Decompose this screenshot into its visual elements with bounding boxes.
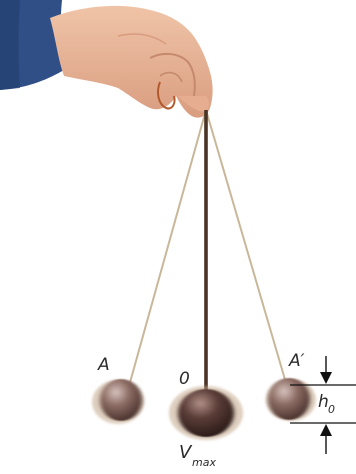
hand-icon bbox=[50, 5, 213, 118]
pendulum-strings bbox=[128, 109, 287, 398]
label-h-sub: 0 bbox=[328, 403, 335, 416]
sleeve bbox=[0, 0, 64, 90]
arrow-up-icon bbox=[320, 424, 332, 454]
string-left bbox=[128, 109, 207, 387]
arrow-down-icon bbox=[320, 356, 332, 384]
label-a-prime: A′ bbox=[288, 351, 305, 371]
label-vmax: V max bbox=[179, 442, 216, 469]
ball-right bbox=[266, 378, 316, 421]
label-zero: 0 bbox=[179, 369, 190, 389]
label-v-sub: max bbox=[192, 456, 216, 469]
string-right bbox=[205, 109, 287, 384]
label-h: h bbox=[318, 392, 329, 412]
label-h0: h 0 bbox=[318, 392, 335, 416]
ball-left bbox=[92, 379, 144, 424]
height-indicator bbox=[290, 356, 356, 454]
ball-center bbox=[169, 386, 243, 440]
label-v: V bbox=[179, 442, 193, 463]
label-a: A bbox=[97, 355, 110, 375]
